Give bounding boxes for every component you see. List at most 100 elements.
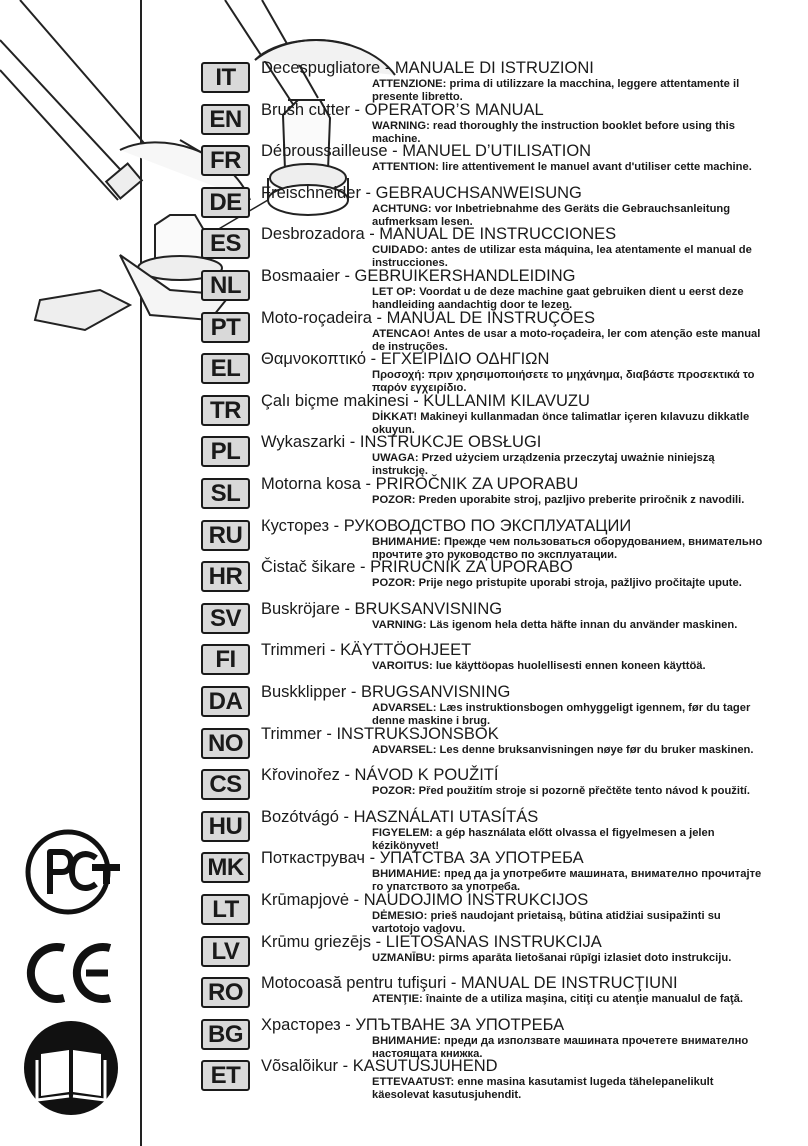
language-row: FR Débroussailleuse - MANUEL D’UTILISATI… bbox=[0, 141, 808, 183]
language-row: BG Храсторез - УПЪТВАНЕ ЗА УПОТРЕБА ВНИМ… bbox=[0, 1015, 808, 1060]
language-code-badge: LV bbox=[201, 935, 250, 967]
manual-title: Krūmapjovė - NAUDOJIMO INSTRUKCIJOS bbox=[261, 891, 589, 909]
language-code-badge: NL bbox=[201, 270, 250, 301]
warning-body: Antes de usar a moto-roçadeira, ler com … bbox=[372, 327, 761, 353]
language-row: EN Brush cutter - OPERATOR’S MANUAL WARN… bbox=[0, 100, 808, 145]
language-row: RO Motocoasă pentru tufişuri - MANUAL DE… bbox=[0, 973, 808, 1015]
warning-body: Před použitím stroje si pozorně přečtěte… bbox=[418, 785, 750, 798]
warning-text: UZMANĪBU: pirms aparāta lietošanai rūpīg… bbox=[372, 952, 767, 965]
language-code-badge: FR bbox=[201, 145, 250, 177]
warning-text: ETTEVAATUST: enne masina kasutamist luge… bbox=[372, 1076, 767, 1102]
warning-label: UWAGA: bbox=[372, 452, 419, 465]
warning-text: WARNING: read thoroughly the instruction… bbox=[372, 120, 767, 146]
warning-text: ВНИМАНИЕ: Прежде чем пользоваться оборуд… bbox=[372, 536, 767, 562]
read-manual-book-icon bbox=[24, 1021, 118, 1115]
warning-body: antes de utilizar esta máquina, lea aten… bbox=[372, 244, 752, 270]
manual-title: Θαμνοκοπτικό - ΕΓΧΕΙΡΙΔΙΟ ΟΔΗΓΙΩΝ bbox=[261, 350, 550, 369]
warning-label: ATENŢIE: bbox=[372, 993, 423, 1006]
warning-body: vor Inbetriebnahme des Geräts die Gebrau… bbox=[372, 202, 731, 228]
warning-text: POZOR: Před použitím stroje si pozorně p… bbox=[372, 785, 767, 798]
manual-title: Çalı biçme makinesi - KULLANIM KILAVUZU bbox=[261, 391, 590, 410]
language-code-badge: PL bbox=[201, 436, 250, 468]
manual-title: Brush cutter - OPERATOR’S MANUAL bbox=[261, 100, 544, 119]
warning-label: POZOR: bbox=[372, 494, 416, 506]
manual-title: Moto-roçadeira - MANUAL DE INSTRUÇÕES bbox=[261, 308, 596, 327]
warning-body: Prije nego pristupite uporabi stroja, pa… bbox=[418, 577, 742, 590]
language-code-badge: DA bbox=[201, 686, 250, 717]
warning-label: ADVARSEL: bbox=[372, 702, 437, 714]
gost-r-certification-icon bbox=[25, 829, 120, 915]
warning-text: ADVARSEL: Læs instruktionsbogen omhyggel… bbox=[372, 702, 767, 728]
language-code-badge: HR bbox=[201, 561, 250, 593]
manual-title: Trimmer - INSTRUKSJONSBOK bbox=[261, 724, 499, 743]
warning-text: ACHTUNG: vor Inbetriebnahme des Geräts d… bbox=[372, 203, 767, 229]
warning-label: VARNING: bbox=[372, 618, 427, 631]
warning-label: LET OP: bbox=[372, 286, 417, 298]
manual-title: Trimmeri - KÄYTTÖOHJEET bbox=[261, 641, 472, 660]
language-code-badge: DE bbox=[201, 186, 250, 218]
warning-body: pirms aparāta lietošanai rūpīgi izlasiet… bbox=[438, 951, 732, 964]
manual-title: Buskröjare - BRUKSANVISNING bbox=[261, 599, 503, 618]
warning-label: POZOR: bbox=[372, 577, 416, 590]
warning-body: Læs instruktionsbogen omhyggeligt igenne… bbox=[372, 702, 751, 727]
warning-body: Läs igenom hela detta häfte innan du anv… bbox=[429, 618, 738, 631]
language-row: FI Trimmeri - KÄYTTÖOHJEET VAROITUS: lue… bbox=[0, 640, 808, 682]
language-row: RU Кусторез - РУКОВОДСТВО ПО ЭКСПЛУАТАЦИ… bbox=[0, 516, 808, 561]
warning-text: ATTENZIONE: prima di utilizzare la macch… bbox=[372, 78, 767, 104]
warning-body: Les denne bruksanvisningen nøye før du b… bbox=[439, 743, 754, 756]
warning-label: Προσοχή: bbox=[372, 369, 425, 382]
manual-title: Krūmu griezējs - LIETOŠANAS INSTRUKCIJA bbox=[261, 932, 602, 951]
language-code-badge: NO bbox=[201, 727, 250, 759]
language-code-badge: TR bbox=[201, 394, 250, 426]
manual-title: Motocoasă pentru tufişuri - MANUAL DE IN… bbox=[261, 974, 678, 993]
warning-body: a gép használata előtt olvassa el figyel… bbox=[372, 826, 715, 852]
manual-title: Křovinořez - NÁVOD K POUŽITÍ bbox=[261, 766, 499, 785]
language-row: SL Motorna kosa - PRIROČNIK ZA UPORABU P… bbox=[0, 474, 808, 516]
language-row: MK Поткаструвач - УПАТСТВА ЗА УПОТРЕБА В… bbox=[0, 848, 808, 894]
manual-title: Buskklipper - BRUGSANVISNING bbox=[261, 683, 511, 701]
language-code-badge: PT bbox=[201, 311, 250, 343]
language-row: DE Freischneider - GEBRAUCHSANWEISUNG AC… bbox=[0, 183, 808, 228]
warning-body: Preden uporabite stroj, pazljivo preberi… bbox=[418, 494, 745, 506]
warning-label: DİKKAT! bbox=[372, 410, 418, 423]
language-code-badge: ES bbox=[201, 228, 250, 260]
manual-title: Кусторез - РУКОВОДСТВО ПО ЭКСПЛУАТАЦИИ bbox=[261, 516, 632, 535]
warning-text: ADVARSEL: Les denne bruksanvisningen nøy… bbox=[372, 744, 767, 757]
manual-title: Čistač šikare - PRIRUČNIK ZA UPORABO bbox=[261, 558, 573, 577]
warning-label: ATTENZIONE: bbox=[372, 78, 447, 90]
language-row: CS Křovinořez - NÁVOD K POUŽITÍ POZOR: P… bbox=[0, 765, 808, 807]
warning-label: ВНИМАНИЕ: bbox=[372, 1034, 441, 1047]
language-code-badge: SL bbox=[201, 478, 250, 509]
language-code-badge: RU bbox=[201, 519, 250, 551]
warning-label: ВНИМАНИЕ: bbox=[372, 868, 441, 881]
language-code-badge: SV bbox=[201, 602, 250, 634]
warning-text: LET OP: Voordat u de deze machine gaat g… bbox=[372, 286, 767, 312]
warning-body: пред да ја употребите машината, внимател… bbox=[372, 868, 762, 894]
warning-text: POZOR: Preden uporabite stroj, pazljivo … bbox=[372, 494, 767, 507]
warning-label: ACHTUNG: bbox=[372, 202, 432, 215]
manual-title: Võsalõikur - KASUTUSJUHEND bbox=[261, 1057, 498, 1076]
language-row: EL Θαμνοκοπτικό - ΕΓΧΕΙΡΙΔΙΟ ΟΔΗΓΙΩΝ Προ… bbox=[0, 349, 808, 394]
manual-title: Freischneider - GEBRAUCHSANWEISUNG bbox=[261, 183, 582, 202]
language-row: TR Çalı biçme makinesi - KULLANIM KILAVU… bbox=[0, 391, 808, 436]
language-row: ET Võsalõikur - KASUTUSJUHEND ETTEVAATUS… bbox=[0, 1056, 808, 1101]
warning-body: prieš naudojant prietaisą, būtina atidži… bbox=[372, 910, 721, 935]
language-code-badge: BG bbox=[201, 1018, 250, 1050]
warning-text: ВНИМАНИЕ: преди да използвате машината п… bbox=[372, 1035, 767, 1061]
warning-body: Прежде чем пользоваться оборудованием, в… bbox=[372, 535, 763, 561]
warning-text: UWAGA: Przed użyciem urządzenia przeczyt… bbox=[372, 452, 767, 478]
warning-label: ADVARSEL: bbox=[372, 743, 437, 756]
warning-body: lire attentivement le manuel avant d'uti… bbox=[442, 161, 752, 174]
warning-label: ВНИМАНИЕ: bbox=[372, 535, 441, 548]
language-row: NL Bosmaaier - GEBRUIKERSHANDLEIDING LET… bbox=[0, 266, 808, 311]
warning-text: VAROITUS: lue käyttöopas huolellisesti e… bbox=[372, 660, 767, 673]
warning-body: înainte de a utiliza maşina, citiţi cu a… bbox=[425, 993, 743, 1006]
warning-text: CUIDADO: antes de utilizar esta máquina,… bbox=[372, 244, 767, 270]
manual-title: Wykaszarki - INSTRUKCJE OBSŁUGI bbox=[261, 433, 542, 452]
language-row: PL Wykaszarki - INSTRUKCJE OBSŁUGI UWAGA… bbox=[0, 432, 808, 477]
warning-label: VAROITUS: bbox=[372, 660, 433, 673]
warning-label: POZOR: bbox=[372, 785, 416, 798]
brush-cutter-illustration bbox=[0, 0, 396, 332]
warning-label: CUIDADO: bbox=[372, 244, 428, 257]
warning-body: prima di utilizzare la macchina, leggere… bbox=[372, 78, 740, 103]
